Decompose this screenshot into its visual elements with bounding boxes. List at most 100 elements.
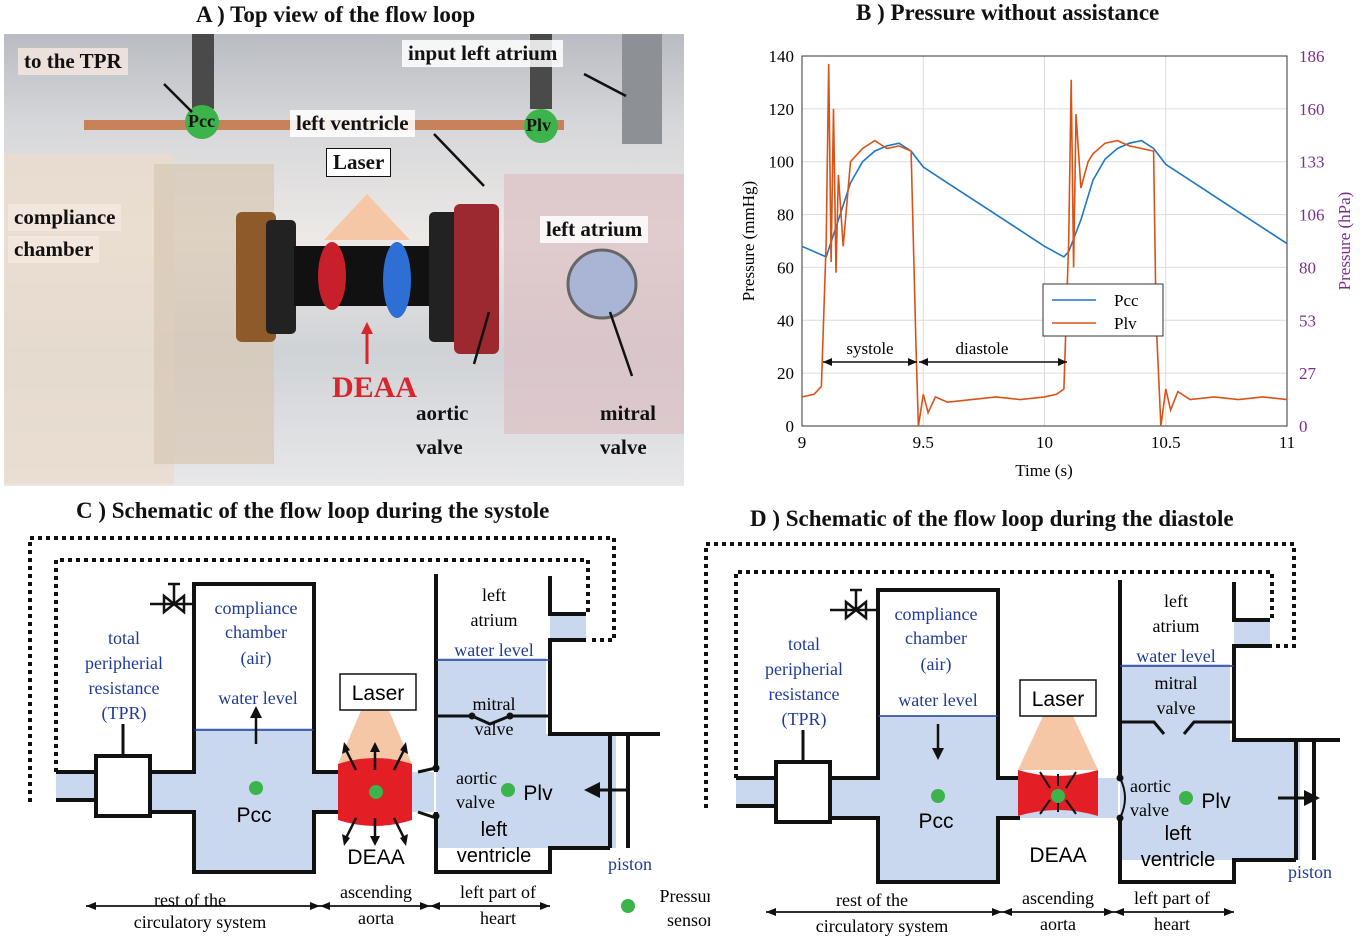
panel-a-title: A ) Top view of the flow loop [196,2,476,27]
d-return-loop-outer [704,542,1296,808]
c-compliance: compliance [215,598,298,618]
chart-legend: Pcc Plv [1042,283,1164,337]
d-tpr-4: (TPR) [782,709,827,730]
c-left-atrium-2: atrium [471,610,518,630]
d-aortic-1: aortic [1130,776,1171,796]
y-tick-label: 80 [777,206,794,225]
photo-label-left-ventricle: left ventricle [290,110,415,137]
d-left-atrium-1: left [1164,591,1188,611]
x-axis-label: Time (s) [1015,461,1072,480]
photo-label-aortic-valve: valve [416,435,463,459]
d-compliance-valve-icon [830,588,878,621]
photo-label-pcc: Pcc [188,111,215,131]
photo-label-input-left-atrium: input left atrium [402,40,564,67]
c-water-level-atrium: water level [454,640,533,660]
c-mitral-1: mitral [473,694,516,714]
d-left-atrium-2: atrium [1153,616,1200,636]
d-tpr-2: peripherial [765,659,843,679]
chart-grid [801,55,1288,427]
diastole-label: diastole [956,339,1009,358]
c-left-atrium-1: left [482,585,506,605]
y-tick-label: 0 [786,417,795,436]
d-tpr-3: resistance [769,684,840,704]
c-aortic-1: aortic [456,768,497,788]
d-rest-1: rest of the [836,890,908,910]
d-plv-sensor-dot [1179,791,1193,805]
right-y-tick-label: 0 [1299,417,1308,436]
phase-annotations: systole diastole [823,338,1067,366]
return-loop-inner [54,558,590,772]
right-y-tick-label: 53 [1299,311,1316,330]
x-tick-label: 10.5 [1151,433,1181,452]
c-air: (air) [241,648,272,669]
x-tick-label: 10 [1036,433,1053,452]
x-tick-label: 9.5 [913,433,934,452]
right-y-tick-label: 160 [1299,100,1325,119]
c-mitral-2: valve [475,719,514,739]
d-asc-1: ascending [1022,888,1094,908]
laser-cone [338,678,412,764]
c-piston: piston [608,854,652,874]
legend-sensor-dot [621,899,635,913]
fluid-systole [56,614,616,872]
d-pcc: Pcc [918,810,953,833]
d-asc-2: aorta [1040,914,1076,934]
right-y-tick-label: 80 [1299,258,1316,277]
panel-d-title: D ) Schematic of the flow loop during th… [750,506,1234,531]
aortic-valve-closed [1119,777,1126,819]
c-asc-1: ascending [340,882,412,902]
c-water-level: water level [218,688,297,708]
mitral-valve-closed [436,714,550,726]
photo-label-left-atrium: left atrium [540,216,649,243]
d-heart-1: left part of [1134,888,1210,908]
mitral-valve-open [1120,720,1234,735]
c-rest-2: circulatory system [134,912,266,932]
c-plv: Plv [523,782,553,805]
c-pcc: Pcc [236,804,271,827]
pcc-sensor-dot [249,781,263,795]
photo-label-chamber: chamber [8,236,100,263]
c-tpr-1: total [108,628,140,648]
photo-label-mitral: mitral [600,401,656,425]
x-tick-label: 11 [1279,433,1295,452]
series-line-pcc [801,139,1288,258]
d-laser-cone [1018,684,1098,770]
photo-label-plv: Plv [526,115,551,135]
y-tick-label: 60 [777,258,794,277]
chart-lines [801,63,1288,427]
c-lv-1: left [481,819,508,841]
deaa-expand-arrows [344,749,406,839]
d-compliance: compliance [895,604,978,624]
c-tpr-2: peripherial [85,653,163,673]
d-heart-2: heart [1154,914,1190,934]
d-walls [736,580,1340,884]
d-laser: Laser [1032,688,1085,711]
plv-sensor-dot [501,783,515,797]
deaa-contract-arrows [1039,771,1077,815]
return-loop-outer [28,536,616,802]
c-lv-2: ventricle [457,845,531,867]
d-deaa: DEAA [1029,844,1086,867]
c-tpr-3: resistance [89,678,160,698]
deaa-sensor-dot [369,785,383,799]
c-rest-1: rest of the [154,890,226,910]
d-lv-1: left [1165,823,1192,845]
y-tick-label: 100 [769,153,795,172]
photo-label-to-tpr: to the TPR [18,48,128,75]
d-pcc-sensor-dot [931,789,945,803]
y-tick-label: 140 [769,47,795,66]
schematic-diastole: compliance chamber (air) water level wat… [704,542,1340,936]
c-aortic-2: valve [456,792,495,812]
right-y-axis-label: Pressure (hPa) [1335,192,1354,291]
right-y-tick-label: 133 [1299,153,1325,172]
d-water-level: water level [898,690,977,710]
photo-label-deaa: DEAA [332,371,418,404]
legend-plv: Plv [1114,314,1137,333]
d-plv: Plv [1201,790,1231,813]
c-heart-2: heart [480,908,516,928]
c-asc-2: aorta [358,908,394,928]
flow-loop-photo: to the TPR Pcc Plv input left atrium lef… [4,34,684,486]
